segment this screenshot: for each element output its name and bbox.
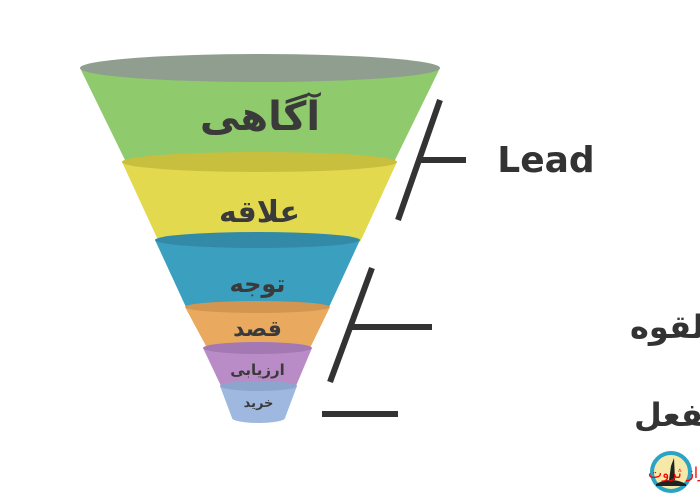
funnel-stage-top: [185, 301, 330, 313]
funnel-stage-body: [220, 386, 297, 423]
funnel-stage-body: [185, 307, 330, 352]
funnel-stage-top: [80, 54, 440, 82]
group-label-actual: مشتریان بالفعل: [634, 396, 700, 434]
funnel-stage: آگاهی: [80, 54, 440, 174]
funnel-stage-label: خرید: [244, 396, 274, 411]
funnel-stage-body: [122, 162, 397, 250]
funnel-stage-body: [155, 240, 360, 313]
funnel-stage-top: [203, 342, 312, 354]
funnel-stage: قصد: [185, 301, 330, 352]
funnel-stage: توجه: [155, 232, 360, 313]
funnel-stage-top: [220, 381, 297, 391]
funnel-stage: خرید: [220, 381, 297, 423]
funnel-stage-label: ارزیابی: [230, 361, 285, 379]
funnel-stage-label: توجه: [230, 270, 286, 298]
funnel-stage-top: [122, 152, 397, 172]
funnel-stage-label: قصد: [233, 317, 282, 342]
funnel-stage-body: [203, 348, 312, 392]
group-label-potential: مشتریان بالقوه: [630, 308, 700, 346]
bracket-lead: [395, 99, 466, 221]
group-label-lead: Lead: [497, 140, 594, 181]
watermark-logo: [650, 451, 692, 493]
funnel-stage: علاقه: [122, 152, 397, 250]
funnel-stage-label: آگاهی: [200, 91, 321, 140]
funnel-stage-body: [80, 68, 440, 174]
bracket-potential: [327, 266, 432, 384]
funnel-stage: ارزیابی: [203, 342, 312, 392]
funnel-stage-label: علاقه: [219, 195, 300, 230]
funnel-stage-top: [155, 232, 360, 248]
watermark-text: تیم تحقیقاتی راز ثروت: [648, 464, 700, 482]
